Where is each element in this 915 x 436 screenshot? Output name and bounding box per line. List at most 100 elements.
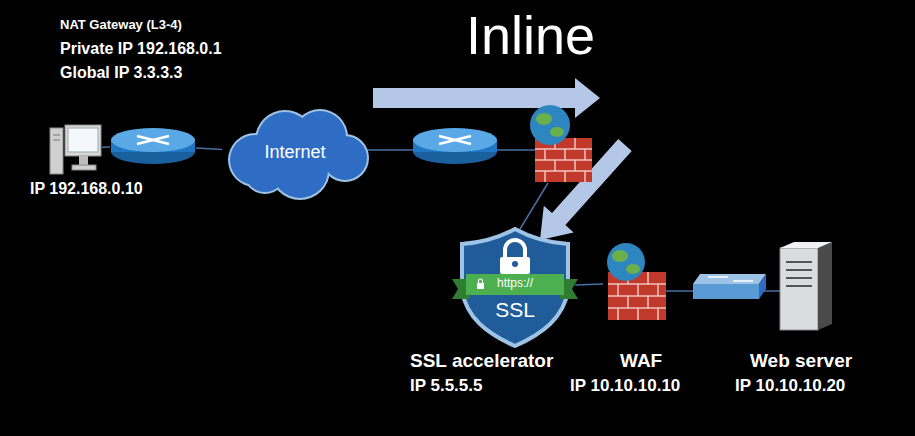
node-label: Internet [222,142,368,163]
waf-icon [637,284,639,296]
waf-icon [657,308,659,320]
firewall-icon [544,171,546,182]
network-wire [497,149,535,151]
node-label: Web server [750,350,852,372]
node-label: SSL [455,298,575,322]
web-server-node: Web serverIP 10.10.10.20 [776,244,834,334]
node-label: IP 5.5.5.5 [410,376,482,396]
flow-arrow [373,78,632,240]
router-icon [439,136,471,144]
pc-node: IP 192.168.0.10 [48,122,102,174]
firewall-icon [554,160,556,171]
firewall-icon [535,138,592,182]
switch-icon [693,274,766,299]
server-icon [786,262,812,286]
waf-icon [657,284,659,296]
router-icon [137,136,169,144]
switch-icon [708,277,753,281]
pc-icon [53,135,60,136]
switch-icon [708,276,728,278]
waf-icon [608,272,666,320]
waf-icon [617,284,619,296]
switch-icon [733,280,753,282]
waf-icon [608,272,666,320]
firewall-icon [584,171,586,182]
node-label: WAF [620,350,662,372]
waf-icon [647,272,649,284]
cloud-icon [323,136,367,180]
node-label: https:// [455,277,575,291]
firewall-icon [564,171,566,182]
title: Inline [466,6,595,65]
pc-icon [50,125,101,174]
waf-icon [607,243,666,320]
waf-node: WAFIP 10.10.10.10 [603,243,669,323]
node-label: NAT Gateway (L3-4) [60,18,182,33]
network-link [102,146,110,148]
node-label: IP 10.10.10.20 [735,376,845,396]
internet-cloud: Internet [222,112,368,194]
network-wire [520,183,548,229]
firewall-icon [564,149,566,160]
ssl-shield-icon [477,283,484,289]
network-wire [366,149,413,151]
nat-gateway-node: NAT Gateway (L3-4)Private IP 192.168.0.1… [110,128,196,164]
pc-icon [68,128,98,152]
waf-icon [626,264,640,274]
network-wire [666,290,693,292]
waf-icon [627,296,629,308]
server-icon [780,242,832,330]
pc-icon [72,165,96,170]
router-icon [137,136,169,144]
ssl-shield-icon [452,229,578,346]
pc-icon [79,156,88,165]
router-icon [413,128,497,164]
ssl-shield-icon [479,279,483,283]
ssl-shield-icon [512,261,518,267]
pc-icon [65,125,101,156]
firewall-icon [584,149,586,160]
firewall-icon [535,148,592,150]
router-icon [439,136,471,144]
waf-icon [637,308,639,320]
ssl-shield-icon [500,257,530,274]
network-wire [366,150,780,291]
ssl-shield-icon [505,240,525,258]
router-icon [413,128,497,152]
pc-icon [53,140,60,141]
network-link [196,148,222,149]
router-icon [111,128,195,152]
router-icon [137,136,169,144]
node-label: Global IP 3.3.3.3 [60,64,182,82]
firewall-icon [536,113,552,125]
waf-icon [647,296,649,308]
server-icon [786,277,812,279]
switch-icon [759,274,766,299]
firewall-icon [574,138,576,149]
server-icon [786,285,812,287]
waf-icon [617,308,619,320]
firewall-icon [550,127,564,137]
network-link [575,283,603,285]
pc-icon [50,128,63,174]
firewall-icon [535,159,592,161]
firewall-icon [574,160,576,171]
node-label: IP 192.168.0.10 [30,180,143,198]
node-label: IP 10.10.10.10 [570,376,680,396]
server-icon [786,269,812,271]
router-icon [439,136,471,144]
server-icon [780,248,818,330]
firewall-icon [530,105,592,182]
node-label: SSL accelerator [410,350,553,372]
waf-icon [612,250,628,262]
firewall-icon [535,170,592,172]
ssl-accelerator-node: https://SSLSSL acceleratorIP 5.5.5.5 [455,226,575,348]
server-icon [818,242,832,330]
node-label: Private IP 192.168.0.1 [60,40,222,58]
firewall-icon [544,149,546,160]
router-icon [111,128,195,164]
switch-icon [693,274,766,284]
switch-icon [693,284,759,299]
server-icon [786,261,812,263]
